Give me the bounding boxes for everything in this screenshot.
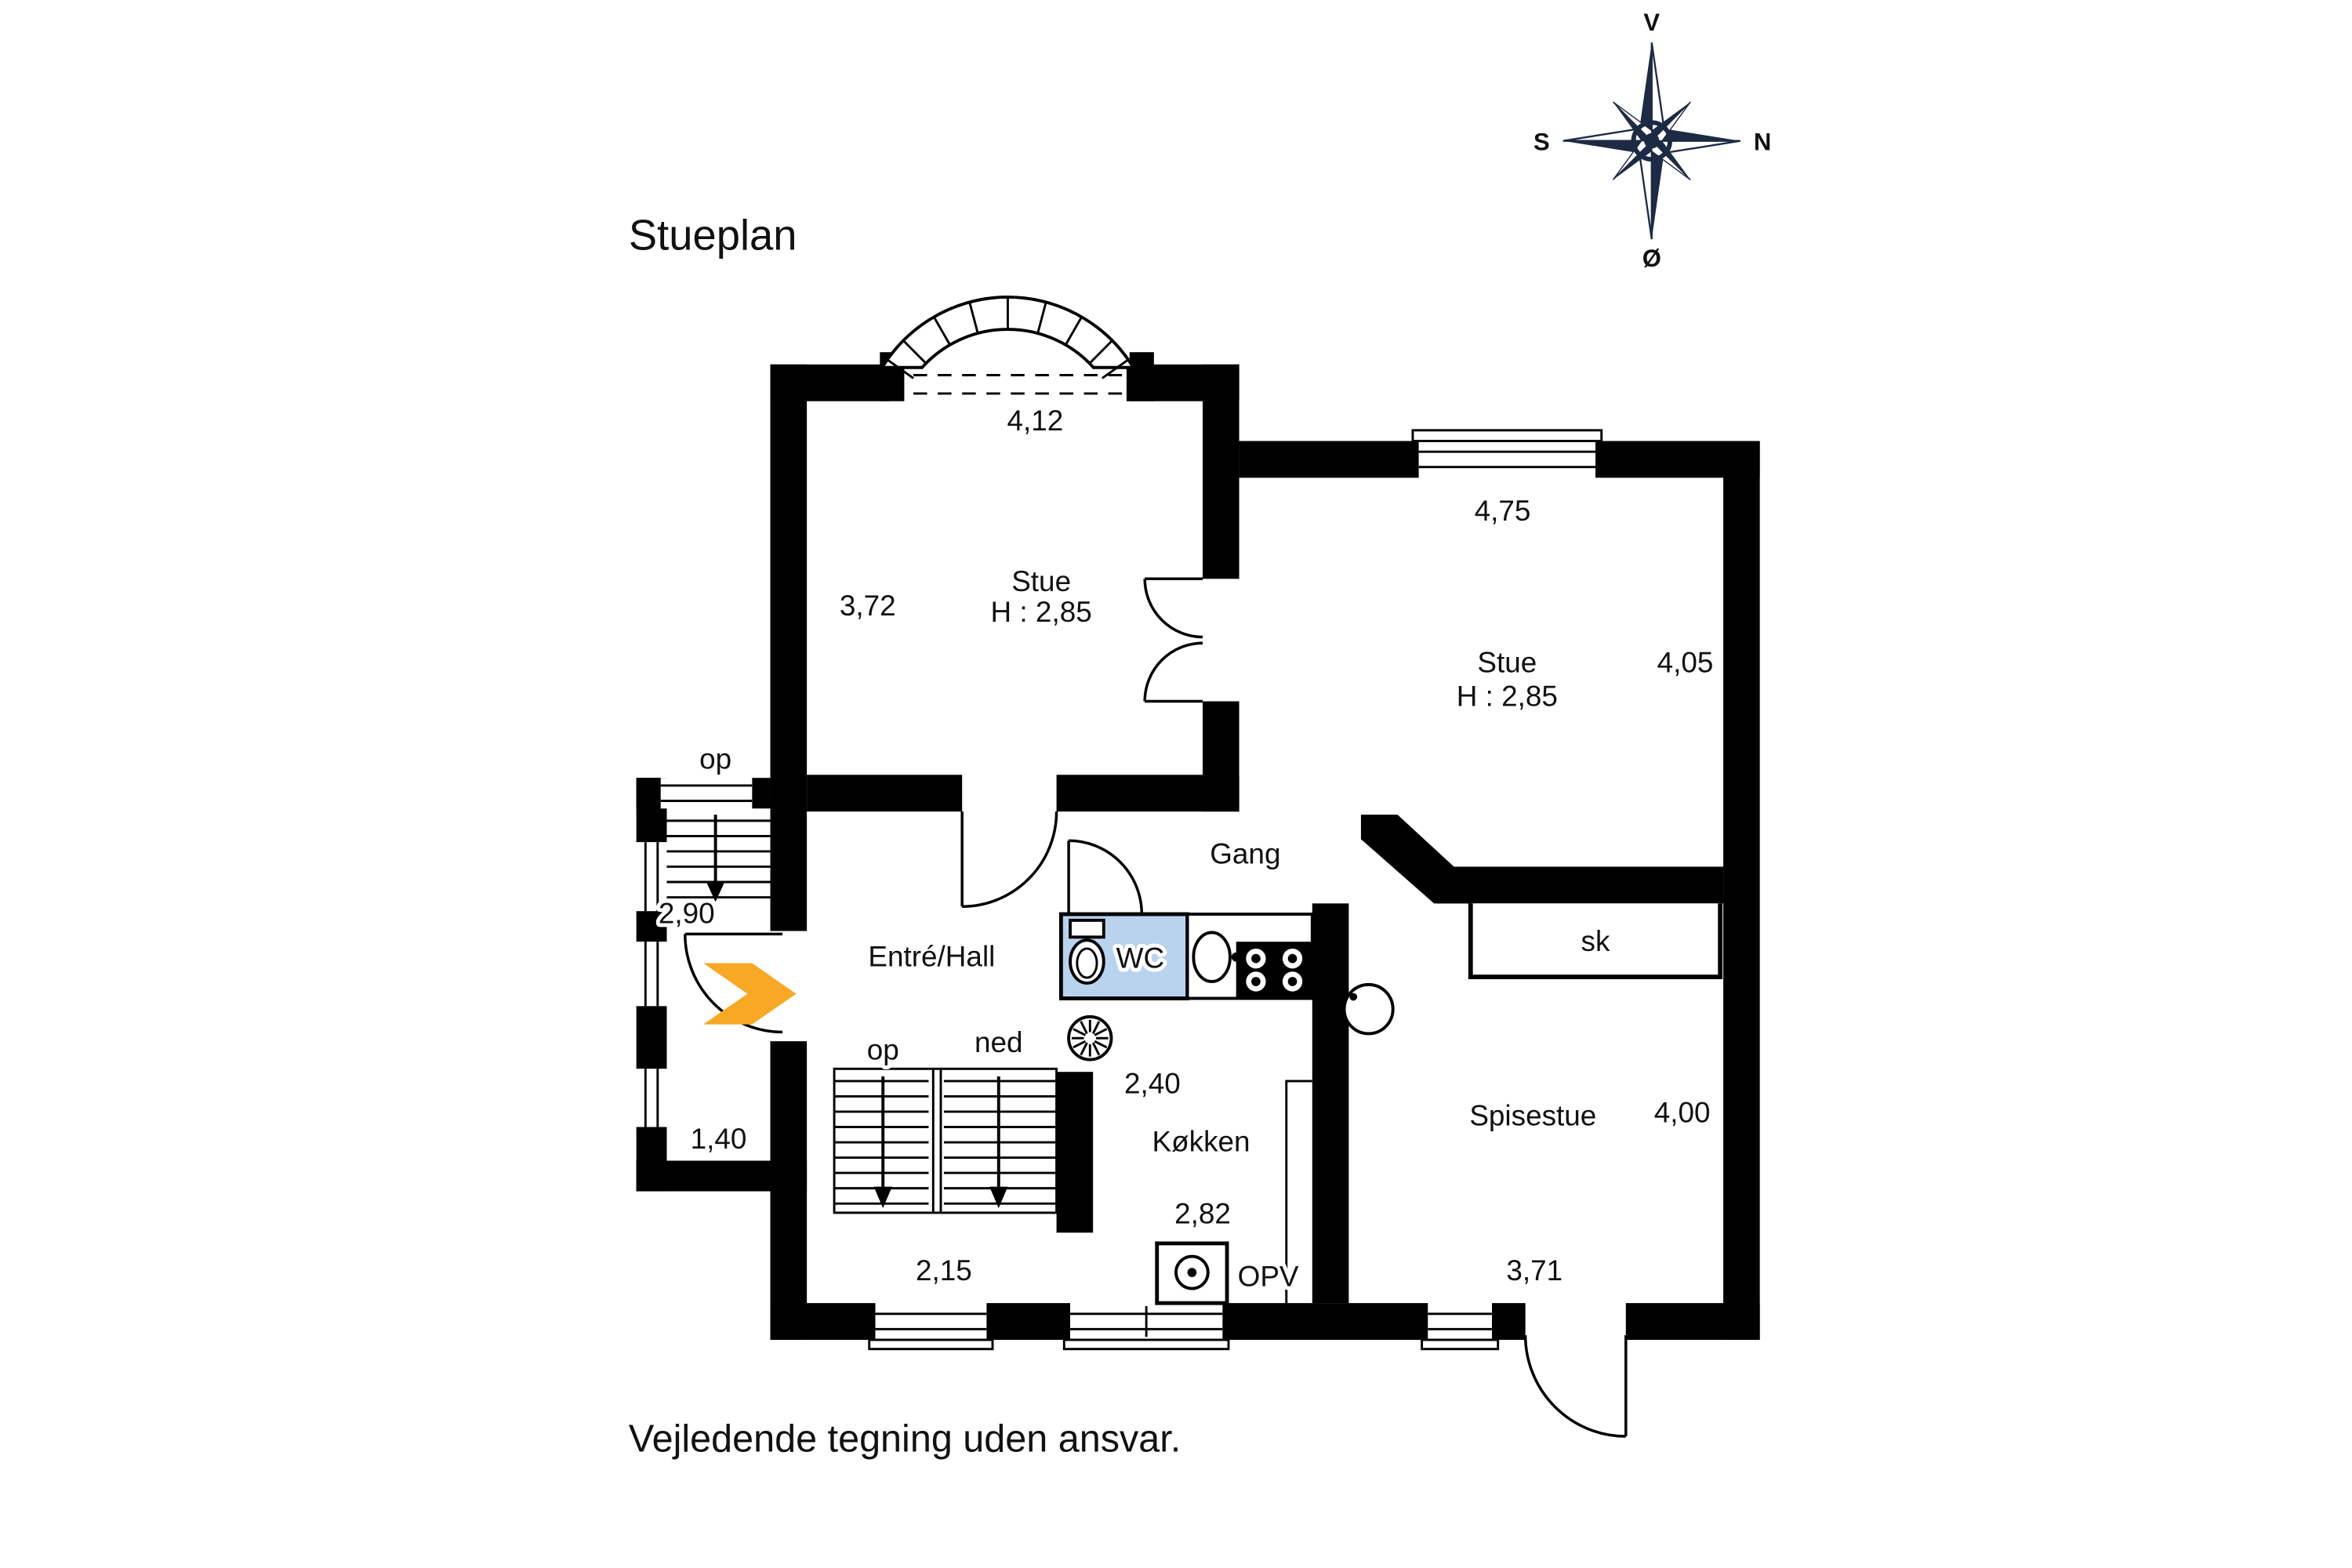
stairs-up-label: op	[867, 1033, 899, 1065]
entrance-arrow-icon	[703, 963, 797, 1025]
compass-label-right: N	[1754, 128, 1771, 155]
annex-dim-width: 2,90	[659, 898, 715, 930]
window-bottom-1	[868, 1303, 994, 1351]
stairs-down-arrow	[989, 1076, 1008, 1209]
compass-ring	[1631, 120, 1673, 162]
stue1-label: Stue	[1011, 565, 1071, 597]
diagonal-wall	[1360, 815, 1471, 904]
compass-label-left: S	[1534, 128, 1550, 155]
closet-label: sk	[1581, 925, 1610, 957]
window-annex-left-2	[636, 942, 667, 1007]
closet-sk	[1468, 903, 1723, 980]
annex-dim-depth: 1,40	[691, 1123, 747, 1155]
stairs-annex	[666, 815, 771, 902]
stue2-label: Stue	[1477, 646, 1537, 678]
counter-edge	[1285, 1080, 1312, 1304]
annex-up-label: op	[699, 742, 731, 775]
bay-window	[879, 295, 1137, 395]
door-arc-spisestue-exit	[1523, 1335, 1628, 1438]
toilet-icon	[1069, 918, 1105, 985]
disclaimer-text: Vejledende tegning uden ansvar.	[629, 1417, 1181, 1460]
walls	[636, 352, 1760, 1340]
sink-icon	[1192, 931, 1241, 983]
stue1-height: H : 2,85	[991, 596, 1092, 628]
window-stue2-top	[1411, 429, 1603, 478]
kokken-dim-depth: 2,82	[1174, 1197, 1231, 1229]
door-arc-wc	[1067, 839, 1144, 915]
kokken-label: Køkken	[1152, 1126, 1250, 1158]
window-bottom-3	[1421, 1303, 1500, 1351]
window-annex-left-1	[636, 842, 667, 912]
stairs-main	[833, 1067, 1058, 1214]
door-arc-entrance	[684, 932, 783, 1034]
compass-hub	[1644, 132, 1660, 149]
spisestue-dim-width: 3,71	[1506, 1254, 1563, 1287]
windows	[636, 429, 1603, 1351]
double-door-stue1-stue2	[1143, 577, 1203, 703]
wc-label: WC	[1116, 942, 1164, 974]
stairs-dim-width: 2,15	[916, 1254, 972, 1287]
gang-label: Gang	[1210, 837, 1280, 869]
stairs-up-arrow	[873, 1076, 892, 1209]
opv-label: OPV	[1238, 1261, 1299, 1293]
wc-room	[1058, 912, 1189, 1000]
annex-stairs-arrow	[706, 815, 725, 902]
window-annex-left-3	[636, 1069, 667, 1127]
stue2-dim-width: 4,75	[1475, 495, 1531, 527]
fan-icon	[1067, 1014, 1113, 1062]
door-arc-stue1	[960, 811, 1058, 909]
entre-label: Entré/Hall	[868, 940, 995, 972]
compass-label-bottom: Ø	[1642, 245, 1661, 272]
stue2-dim-depth: 4,05	[1657, 646, 1714, 678]
stue1-dim-width: 4,12	[1007, 405, 1063, 437]
window-annex-top	[660, 778, 753, 809]
compass-rose: V N S Ø	[1534, 9, 1771, 272]
doors	[684, 577, 1628, 1438]
room-labels: Stue H : 2,85 4,12 3,72 Stue H : 2,85 4,…	[655, 401, 1717, 1297]
page-title: Stueplan	[629, 211, 797, 259]
stue1-dim-depth: 3,72	[840, 590, 896, 622]
window-bottom-2	[1062, 1303, 1230, 1351]
spisestue-dim-depth: 4,00	[1654, 1097, 1711, 1129]
kitchen-fixtures	[1067, 913, 1395, 1305]
stue2-height: H : 2,85	[1457, 680, 1558, 712]
basin-icon	[1342, 982, 1395, 1036]
stairs-down-label: ned	[975, 1026, 1023, 1058]
kokken-dim-width: 2,40	[1124, 1067, 1181, 1099]
compass-label-top: V	[1643, 9, 1660, 36]
spisestue-label: Spisestue	[1469, 1099, 1596, 1131]
opv-appliance	[1155, 1241, 1229, 1305]
stove-icon	[1236, 942, 1312, 999]
